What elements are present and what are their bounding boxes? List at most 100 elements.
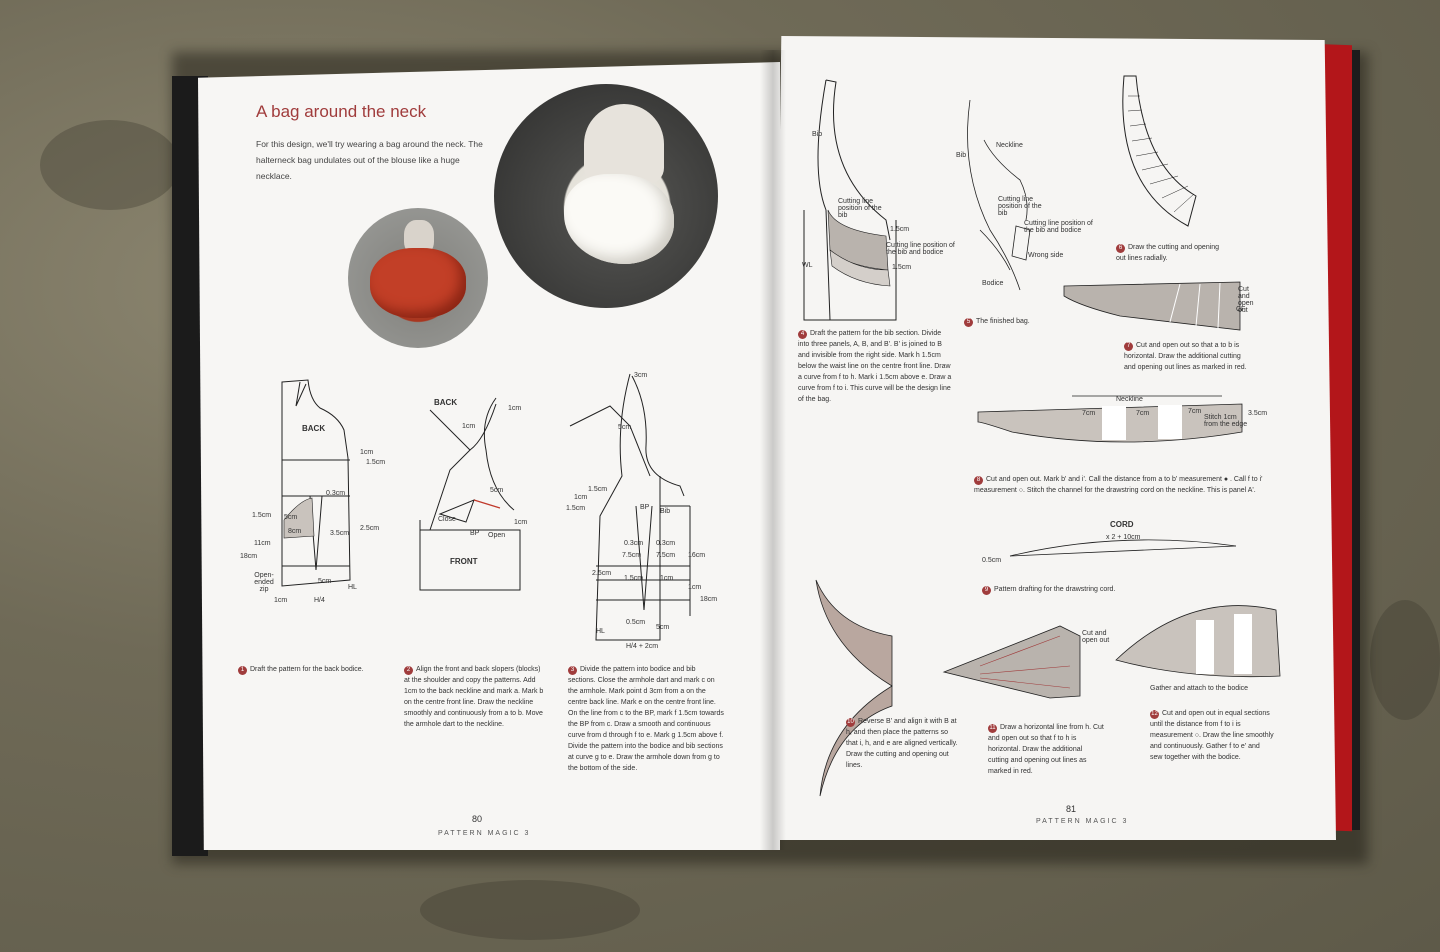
label-2-5cm: 2.5cm <box>360 525 380 532</box>
floor-stain <box>420 880 640 940</box>
label-8cm: 8cm <box>288 528 302 535</box>
floor-stain <box>40 120 180 210</box>
label-wl: WL <box>802 262 813 269</box>
step-number: 4 <box>798 330 807 339</box>
label-gather: Gather and attach to the bodice <box>1150 685 1249 692</box>
diagram-cut-open-7 <box>1063 281 1241 331</box>
diagram-cord <box>1009 539 1237 557</box>
label-back-2: BACK <box>434 398 458 407</box>
label-bp: BP <box>470 530 480 537</box>
diagram-back-bodice <box>281 379 351 587</box>
label-cutting-bib-bodice: Cutting line position of the bib and bod… <box>886 242 955 256</box>
caption-text: Reverse B' and align it with B at h, and… <box>846 718 958 769</box>
label-1-5cm-r: 1.5cm <box>890 226 910 233</box>
label-wrong-side: Wrong side <box>1028 252 1064 259</box>
floor-stain <box>1370 600 1440 720</box>
diagram-bodice-bib <box>569 373 691 641</box>
footer-right: PATTERN MAGIC 3 <box>1036 818 1129 825</box>
caption-text: Draft the pattern for the bib section. D… <box>798 330 952 403</box>
label-7cm: 7cm <box>1082 410 1096 417</box>
caption-text: Cut and open out. Mark b' and i'. Call t… <box>974 476 1263 494</box>
caption-text: Draw the cutting and opening out lines r… <box>1116 244 1220 262</box>
label-neckline: Neckline <box>996 142 1023 149</box>
label-11cm: 11cm <box>254 540 271 547</box>
label-18cm: 18cm <box>240 553 258 560</box>
label-cord: CORD <box>1110 520 1134 529</box>
page-title: A bag around the neck <box>256 102 427 121</box>
diagram-finished-bag <box>967 99 1031 291</box>
label-cutting-bib-2: Cutting line position of the bib <box>998 196 1042 217</box>
label-back: BACK <box>302 424 326 433</box>
caption-text: Divide the pattern into bodice and bib s… <box>568 666 724 772</box>
label-5cm-c: 5cm <box>490 487 504 494</box>
step-number: 1 <box>238 666 247 675</box>
mannequin-form <box>584 104 664 184</box>
footer-left: PATTERN MAGIC 3 <box>438 830 531 837</box>
step-number: 7 <box>1124 342 1133 351</box>
label-hl-2: HL <box>596 628 605 635</box>
label-7cm-c: 7cm <box>1188 408 1202 415</box>
step-number: 8 <box>974 476 983 485</box>
diagram-reverse-bib <box>815 579 893 797</box>
caption-text: Pattern drafting for the drawstring cord… <box>994 586 1116 593</box>
label-bodice: Bodice <box>982 280 1004 287</box>
diagram-bib-section <box>803 79 897 321</box>
label-hl: HL <box>348 584 357 591</box>
label-1cm-b: 1cm <box>274 597 288 604</box>
label-3cm: 3cm <box>634 372 648 379</box>
caption-text: Draw a horizontal line from h. Cut and o… <box>988 724 1104 775</box>
label-bib-r: Bib <box>812 131 823 138</box>
photo-red-bag <box>348 208 488 348</box>
label-cord-length: x 2 + 10cm <box>1106 534 1141 541</box>
label-1cm-g: 1cm <box>660 575 674 582</box>
label-h4: H/4 <box>314 597 325 604</box>
label-1cm-h: 1cm <box>688 584 702 591</box>
label-bib-r2: Bib <box>956 152 967 159</box>
caption-text: Cut and open out so that a to b is horiz… <box>1124 342 1247 371</box>
label-18cm-b: 18cm <box>700 596 718 603</box>
caption-text: Draft the pattern for the back bodice. <box>250 666 364 673</box>
label-open: Open <box>488 532 506 539</box>
label-1-5cm-d: 1.5cm <box>566 505 586 512</box>
diagram-panel-a <box>977 395 1243 443</box>
label-cutting-bib: Cutting line position of the bib <box>838 198 882 219</box>
label-1cm: 1cm <box>360 449 374 456</box>
label-neckline-2: Neckline <box>1116 396 1143 403</box>
label-0-5cm: 0.5cm <box>626 619 646 626</box>
label-2-5cm-b: 2.5cm <box>592 570 612 577</box>
page-number-left: 80 <box>472 814 483 824</box>
photo-white-bag <box>494 84 718 308</box>
label-open-ended-zip: Open-ended zip <box>254 572 274 593</box>
label-5cm-b: 5cm <box>318 578 332 585</box>
label-7cm-b: 7cm <box>1136 410 1150 417</box>
label-3-5cm-r: 3.5cm <box>1248 410 1268 417</box>
step-number: 6 <box>1116 244 1125 253</box>
step-number: 5 <box>964 318 973 327</box>
label-h4-2cm: H/4 + 2cm <box>626 643 659 650</box>
label-16cm: 16cm <box>688 552 706 559</box>
page-number-right: 81 <box>1066 804 1077 814</box>
label-bib: Bib <box>660 508 671 515</box>
white-bag <box>564 174 674 264</box>
diagram-front-back <box>419 397 521 591</box>
label-cut-open-2: Cut and open out <box>1082 630 1110 644</box>
label-1-5cm-r2: 1.5cm <box>892 264 912 271</box>
red-bag <box>370 248 466 318</box>
book-gutter <box>760 50 786 850</box>
intro-text: For this design, we'll try wearing a bag… <box>256 139 483 181</box>
label-1-5cm-c: 1.5cm <box>588 486 608 493</box>
label-1-5cm-b: 1.5cm <box>252 512 272 519</box>
label-1cm-e: 1cm <box>514 519 528 526</box>
label-0-5cm-r: 0.5cm <box>982 557 1002 564</box>
label-cutting-bib-bodice-2: Cutting line position of the bib and bod… <box>1024 220 1093 234</box>
caption-text: Cut and open out in equal sections until… <box>1150 710 1274 761</box>
